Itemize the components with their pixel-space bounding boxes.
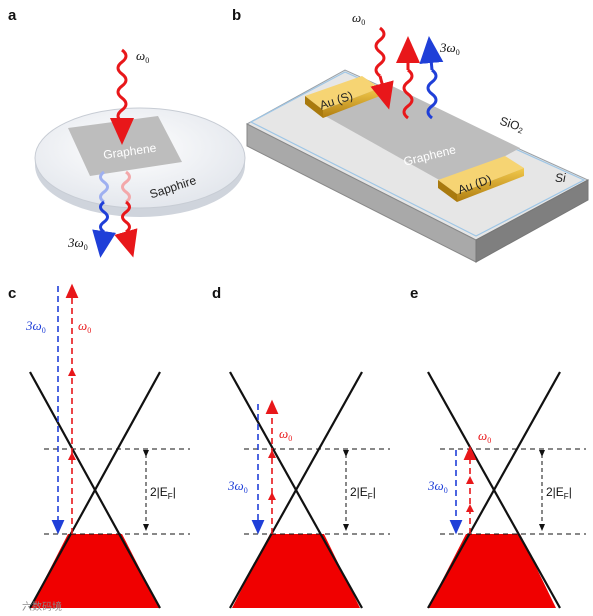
- red-step-markers-d: [268, 450, 276, 500]
- source-electrode: Au (S): [305, 76, 380, 118]
- red-label-e: ω0: [478, 428, 491, 445]
- red-label-c: ω0: [78, 318, 91, 335]
- third-harmonic-label-b: 3ω0: [439, 40, 460, 57]
- omega-label-a: ω0: [136, 48, 149, 65]
- panel-c: c 3ω0 ω0 2|EF|: [8, 283, 190, 609]
- third-harmonic-label-a: 3ω0: [67, 235, 88, 252]
- panel-e: e 3ω0 ω0 2|EF|: [410, 285, 586, 609]
- red-step-markers-e: [466, 476, 474, 512]
- oxide-label: SiO2: [498, 114, 526, 136]
- filled-band-c: [30, 534, 160, 608]
- blue-label-c: 3ω0: [25, 318, 46, 335]
- red-wave-faded: [121, 170, 131, 204]
- panel-a: a Graphene Sapphire ω0 3ω0: [8, 7, 246, 258]
- blue-label-e: 3ω0: [427, 478, 448, 495]
- fermi-label-e: 2|EF|: [546, 485, 572, 501]
- graphene-sheet-b: [318, 84, 520, 186]
- incoming-arrow-b: [370, 75, 394, 110]
- blue-wave-out: [99, 200, 109, 234]
- panel-e-label: e: [410, 285, 418, 302]
- red-wave-out: [121, 200, 131, 234]
- blue-label-d: 3ω0: [227, 478, 248, 495]
- panel-b-label: b: [232, 7, 241, 24]
- red-arrow-out: [114, 228, 138, 258]
- dirac-cone-line-right-c: [29, 371, 161, 609]
- panel-d: d 3ω0 ω0 2|EF|: [212, 285, 390, 609]
- substrate-side: [475, 179, 589, 263]
- incoming-wave-a: [116, 48, 128, 124]
- blue-arrow-out: [92, 229, 117, 258]
- blue-wave-faded: [99, 170, 109, 204]
- panel-b: b SiO2 Si Graphene Au (S) Au (D) ω0: [232, 7, 590, 263]
- oxide-layer: [249, 71, 586, 237]
- panel-a-label: a: [8, 7, 17, 24]
- drain-electrode: Au (D): [438, 156, 524, 202]
- fermi-label-c: 2|EF|: [150, 485, 176, 501]
- watermark-text: 六数码境: [22, 600, 62, 613]
- panel-d-label: d: [212, 285, 221, 302]
- si-label: Si: [555, 171, 566, 185]
- omega-label-b: ω0: [352, 10, 365, 27]
- reflected-red-wave: [402, 68, 414, 120]
- fermi-label-d: 2|EF|: [350, 485, 376, 501]
- incoming-wave-b: [374, 26, 386, 78]
- dirac-cone-line-right-e: [427, 371, 561, 609]
- filled-band-e: [428, 534, 556, 608]
- reflected-blue-wave: [426, 68, 438, 120]
- graphene-sheet: [68, 116, 182, 176]
- red-label-d: ω0: [279, 426, 292, 443]
- filled-band-d: [232, 534, 360, 608]
- dirac-cone-line-right-d: [229, 371, 363, 609]
- panel-c-label: c: [8, 285, 16, 302]
- reflected-blue-arrow: [419, 36, 444, 71]
